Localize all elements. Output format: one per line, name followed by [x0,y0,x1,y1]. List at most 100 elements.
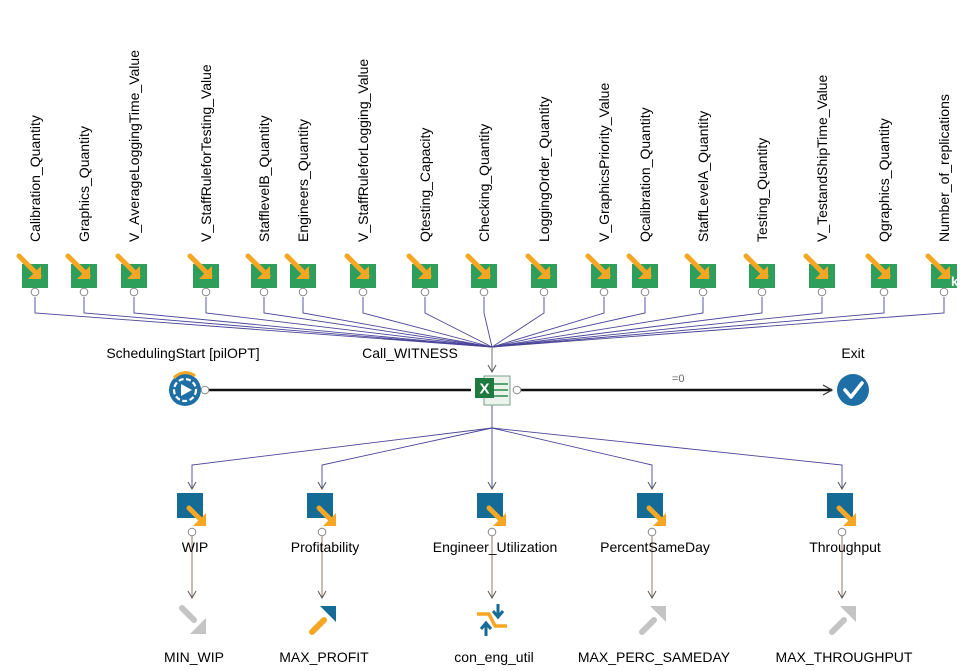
constraint-icon [477,604,507,636]
input-label: V_StaffRuleforTesting_Value [198,64,214,242]
input-port[interactable] [757,287,767,297]
input-parameter-icon [187,253,219,288]
input-parameter-icon [344,253,376,288]
input-parameter-icon [525,253,557,288]
output-response-node[interactable]: Engineer_Utilization [433,493,558,555]
scheduling-start-node[interactable]: SchedulingStart [pilOPT] [106,345,260,406]
input-node[interactable]: Qtesting_Capacity [406,128,438,297]
input-port[interactable] [599,287,609,297]
input-parameter-icon [743,253,775,288]
input-label: StafflevelB_Quantity [256,115,272,242]
output-response-node[interactable]: Profitability [291,493,359,555]
input-node[interactable]: Checking_Quantity [465,124,497,297]
input-connector-line [491,297,823,348]
input-parameter-icon [406,253,438,288]
input-label: Calibration_Quantity [27,115,43,242]
input-connector-line [205,297,493,348]
call-output-port[interactable] [512,385,522,395]
input-port[interactable] [79,287,89,297]
input-node[interactable]: Qgraphics_Quantity [865,118,897,297]
input-connector-line [302,297,493,348]
objective-node[interactable]: MAX_THROUGHPUT [776,606,913,665]
input-node[interactable]: LoggingOrder_Quantity [525,96,557,297]
input-connector-line [34,297,493,348]
input-connector-line [424,297,493,348]
input-port[interactable] [420,287,430,297]
exit-node[interactable]: Exit [837,345,869,406]
input-node[interactable]: StaffLevelA_Quantity [684,111,716,297]
output-port[interactable] [837,527,847,537]
input-port[interactable] [201,287,211,297]
input-port[interactable] [879,287,889,297]
input-label: LoggingOrder_Quantity [536,96,552,242]
input-parameter-icon [465,253,497,288]
input-port[interactable] [817,287,827,297]
input-port[interactable] [129,287,139,297]
input-node[interactable]: V_StaffRuleforTesting_Value [187,64,219,297]
output-response-icon [637,493,666,526]
svg-text:X: X [479,381,489,398]
input-connector-line [133,297,493,348]
input-label: V_GraphicsPriority_Value [596,83,612,242]
output-response-node[interactable]: WIP [177,493,208,555]
input-node[interactable]: StafflevelB_Quantity [245,115,277,297]
maximize-objective-icon [639,606,666,635]
input-node[interactable]: Engineers_Quantity [284,119,316,297]
input-node[interactable]: Qcalibration_Quantity [626,107,658,297]
exit-label: Exit [841,345,864,361]
input-port[interactable] [539,287,549,297]
input-node[interactable]: V_TestandShipTime_Value [803,74,835,297]
input-port[interactable] [298,287,308,297]
output-port[interactable] [647,527,657,537]
output-response-icon [177,493,206,526]
input-connector-line [491,297,704,348]
input-port[interactable] [939,287,949,297]
input-port[interactable] [640,287,650,297]
input-node[interactable]: V_GraphicsPriority_Value [585,83,617,297]
objective-label: MAX_PERC_SAMEDAY [578,649,731,665]
output-response-icon [307,493,336,526]
input-port[interactable] [259,287,269,297]
output-response-node[interactable]: Throughput [809,493,881,555]
input-node[interactable]: V_AverageLoggingTime_Value [115,50,147,297]
output-connector-line [491,427,847,491]
output-response-node[interactable]: PercentSameDay [600,493,710,555]
input-connector-line [483,297,493,348]
replication-badge: k [951,274,959,289]
input-node[interactable]: V_StaffRuleforLogging_Value [344,59,376,297]
input-node[interactable]: Graphics_Quantity [65,126,97,297]
input-connector-line [491,297,945,348]
input-port[interactable] [698,287,708,297]
output-label: Engineer_Utilization [433,539,558,555]
objective-node[interactable]: con_eng_util [454,604,534,665]
input-parameter-icon [245,253,277,288]
input-label: Engineers_Quantity [295,119,311,242]
input-port[interactable] [358,287,368,297]
input-label: V_AverageLoggingTime_Value [126,50,142,242]
input-node[interactable]: Calibration_Quantity [16,115,48,297]
start-port[interactable] [200,385,210,395]
output-connector-line [317,427,493,491]
input-parameter-icon: k [925,253,959,289]
objective-node[interactable]: MIN_WIP [164,605,224,665]
input-parameter-icon [65,253,97,288]
input-parameter-icon [585,253,617,288]
objective-node[interactable]: MAX_PROFIT [279,606,369,665]
scheduling-start-icon [169,371,201,406]
input-connector-line [263,297,493,348]
objective-node[interactable]: MAX_PERC_SAMEDAY [578,606,731,665]
output-label: PercentSameDay [600,539,710,555]
output-port[interactable] [317,527,327,537]
output-port[interactable] [487,527,497,537]
input-port[interactable] [30,287,40,297]
input-port[interactable] [479,287,489,297]
output-connector-line [187,427,493,491]
output-port[interactable] [187,527,197,537]
input-connector-line [491,297,763,348]
input-node[interactable]: Testing_Quantity [743,138,775,297]
input-connector-line [83,297,493,348]
